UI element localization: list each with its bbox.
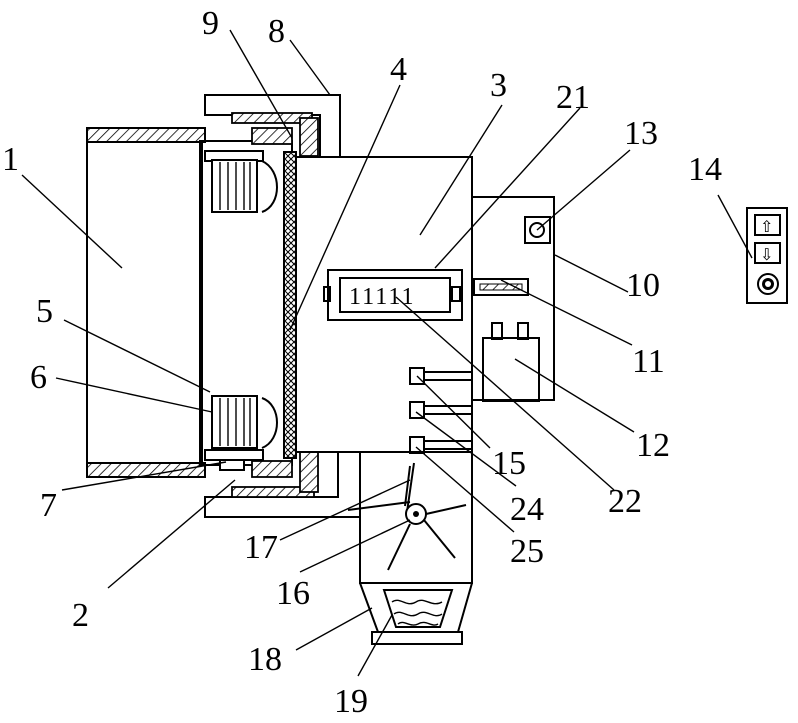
left-chamber: [86, 127, 293, 478]
fan-impeller: [347, 462, 467, 571]
callout-9: 9: [202, 5, 219, 42]
callout-21: 21: [556, 79, 590, 116]
callout-11: 11: [632, 343, 665, 380]
callout-16: 16: [276, 575, 310, 612]
callout-22: 22: [608, 483, 642, 520]
callout-2: 2: [72, 597, 89, 634]
display-reading: 11111: [349, 284, 415, 310]
callout-10: 10: [626, 267, 660, 304]
callout-25: 25: [510, 533, 544, 570]
remote-controller: ⇧ ⇩: [746, 207, 788, 304]
callout-4: 4: [390, 51, 407, 88]
upper-roller: [204, 150, 278, 213]
nozzles: [409, 367, 473, 454]
callout-7: 7: [40, 487, 57, 524]
lower-duct: [359, 452, 473, 584]
callout-12: 12: [636, 427, 670, 464]
display-panel: 11111: [323, 269, 463, 321]
callout-6: 6: [30, 359, 47, 396]
callout-19: 19: [334, 683, 368, 720]
callout-1: 1: [2, 141, 19, 178]
callout-8: 8: [268, 13, 285, 50]
down-arrow-icon: ⇩: [760, 245, 773, 264]
up-arrow-icon: ⇧: [760, 217, 773, 236]
filter-mesh: [283, 151, 297, 459]
callout-18: 18: [248, 641, 282, 678]
leader-lines: [21, 29, 753, 677]
callout-17: 17: [244, 529, 278, 566]
side-control-box: [471, 196, 555, 402]
callout-5: 5: [36, 293, 53, 330]
lower-roller: [204, 395, 278, 471]
callout-13: 13: [624, 115, 658, 152]
callout-24: 24: [510, 491, 544, 528]
callout-labels: 1 2 3 4 5 6 7 8 9 10 11 12 13 14 15 16 1…: [2, 5, 722, 720]
callout-14: 14: [688, 151, 722, 188]
callout-3: 3: [490, 67, 507, 104]
callout-15: 15: [492, 445, 526, 482]
collection-funnel: [359, 582, 473, 645]
